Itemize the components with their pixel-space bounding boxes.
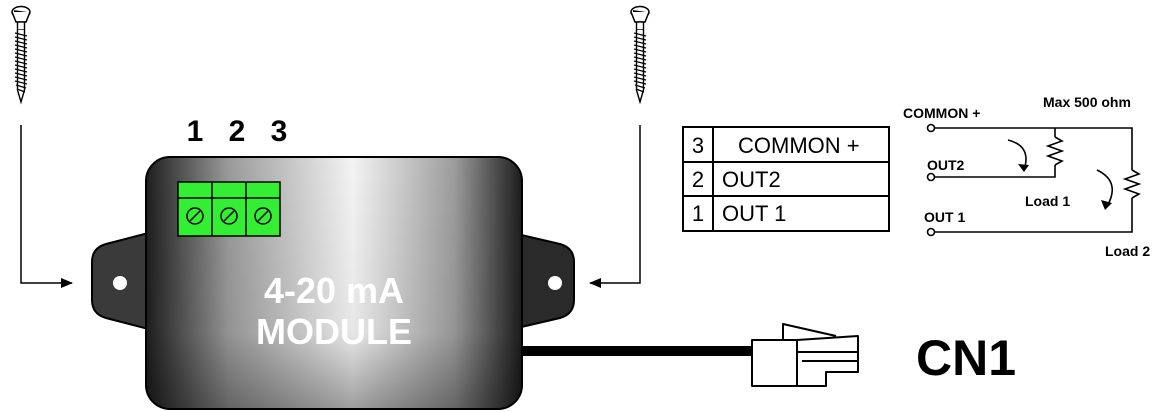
module-label-line2: MODULE [256,311,412,352]
current-arrowhead-icon [1101,200,1112,210]
terminal-number: 3 [271,115,288,148]
pin-number: 1 [692,201,704,226]
load-schematic: COMMON + Max 500 ohm OUT2 Load 1 OUT 1 L… [903,94,1150,259]
out2-wire [934,165,1056,178]
schematic-out1-label: OUT 1 [924,209,965,225]
terminal-block [177,181,281,237]
terminal-number: 2 [229,115,246,148]
pin-table: 3 COMMON + 2 OUT2 1 OUT 1 [682,126,890,232]
current-arrowhead-icon [1018,164,1029,172]
connector-label: CN1 [916,330,1016,386]
resistor-icon [1122,169,1142,199]
screw-icon [630,5,650,103]
pin-number: 3 [692,133,704,158]
right-mount-arrow-icon [589,125,641,288]
terminal-number: 1 [187,115,204,148]
terminal-screw-icon [254,207,272,225]
pin-signal: COMMON + [738,133,860,158]
terminal-screw-icon [220,207,238,225]
out1-wire [934,198,1133,233]
schematic-common-label: COMMON + [903,105,980,121]
terminal-screw-icon [186,207,204,225]
table-row: 3 COMMON + [692,133,860,158]
terminal-node-icon [926,227,936,237]
terminal-node-icon [926,123,936,133]
table-row: 1 OUT 1 [692,201,787,226]
rj-plug-icon [751,323,859,387]
common-wire [934,127,1133,170]
module-mounting-flange [91,228,161,334]
cable [520,346,752,356]
terminal-node-icon [926,172,936,182]
resistor-icon [1045,136,1065,166]
schematic-max-resistance-label: Max 500 ohm [1043,94,1131,110]
pin-number: 2 [692,167,704,192]
table-row: 2 OUT2 [692,167,781,192]
screw-icon [11,5,31,103]
schematic-load1-label: Load 1 [1025,193,1070,209]
schematic-load2-label: Load 2 [1105,243,1150,259]
pin-signal: OUT 1 [722,201,786,226]
pin-signal: OUT2 [722,167,781,192]
module-label-line1: 4-20 mA [264,270,404,311]
schematic-out2-label: OUT2 [927,157,965,173]
left-mount-arrow-icon [20,125,73,288]
